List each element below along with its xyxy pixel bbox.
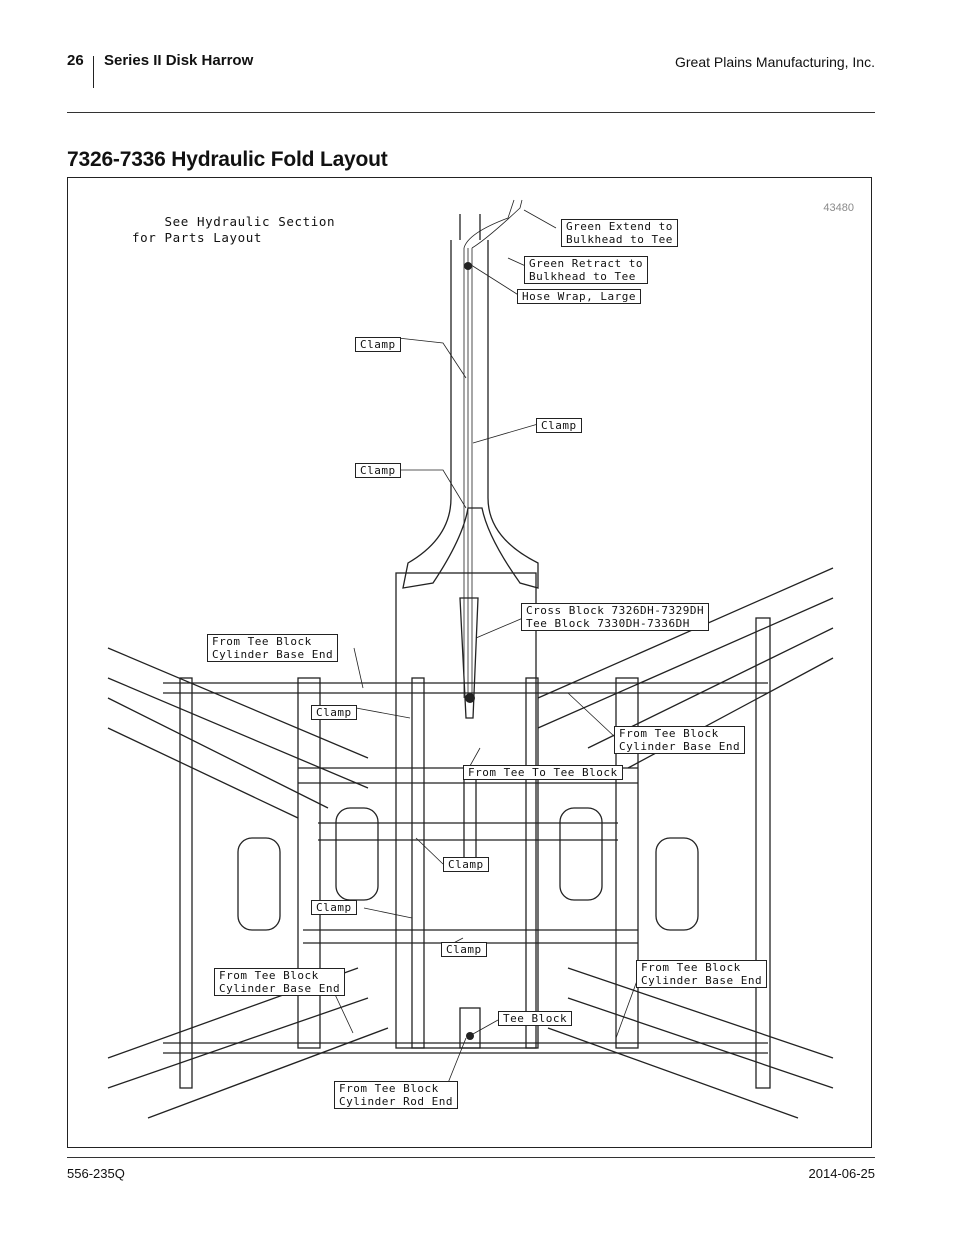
harrow-drawing [107,199,834,1119]
upper-axle-beam [318,822,618,841]
callout-tee-block: Tee Block [498,1011,573,1026]
callout-green-extend: Green Extend to Bulkhead to Tee [561,219,678,247]
section-title: 7326-7336 Hydraulic Fold Layout [67,148,388,171]
tongue-frame [402,240,539,589]
right-inner-frame [615,677,639,1049]
tee-block-fitting [466,1032,474,1040]
bottom-cylinder [459,1007,481,1049]
center-right-rail [525,677,539,1049]
callout-green-retract: Green Retract to Bulkhead to Tee [524,256,648,284]
gang-lower-right [547,967,834,1119]
callout-clamp-7: Clamp [441,942,487,957]
center-frame [395,572,537,1049]
callout-from-tee-to-tee: From Tee To Tee Block [463,765,623,780]
document-date: 2014-06-25 [808,1166,876,1181]
callout-clamp-2: Clamp [536,418,582,433]
callout-cross-block: Cross Block 7326DH-7329DH Tee Block 7330… [521,603,710,631]
note-line-1: See Hydraulic Section [164,214,336,229]
callout-from-tee-base-right-lower: From Tee Block Cylinder Base End [636,960,768,988]
document-code: 556-235Q [67,1166,125,1181]
left-inner-frame [297,677,321,1049]
document-title: Series II Disk Harrow [104,52,254,69]
upper-cross-beam [163,682,768,694]
cross-block [465,693,475,703]
callout-hose-wrap: Hose Wrap, Large [517,289,641,304]
company-name: Great Plains Manufacturing, Inc. [675,54,875,70]
callout-from-tee-rod: From Tee Block Cylinder Rod End [334,1081,458,1109]
left-outer-rail [179,677,193,1089]
hose-wrap-fitting [464,262,472,270]
footer-rule [67,1157,875,1158]
leader-lines [331,209,639,1089]
hose-top [463,199,523,249]
callout-from-tee-base-right-upper: From Tee Block Cylinder Base End [614,726,746,754]
figure-number: 43480 [823,202,854,214]
lower-cross-beam [163,1042,768,1054]
hose-run [463,248,473,698]
callout-clamp-4: Clamp [311,705,357,720]
wheel-left-inner [335,807,379,901]
callout-clamp-3: Clamp [355,463,401,478]
callout-clamp-6: Clamp [311,900,357,915]
right-outer-rail [755,617,771,1089]
hitch-tip [459,214,481,240]
page-number: 26 [67,52,84,69]
wheel-left-outer [237,837,281,931]
callout-from-tee-base-left-upper: From Tee Block Cylinder Base End [207,634,339,662]
header-divider [93,56,94,88]
gang-upper-left [107,647,369,819]
wheel-right-inner [559,807,603,901]
callout-clamp-5: Clamp [443,857,489,872]
center-left-rail [411,677,425,1049]
callout-clamp-1: Clamp [355,337,401,352]
note-line-2: for Parts Layout [132,230,263,245]
callout-from-tee-base-left-lower: From Tee Block Cylinder Base End [214,968,346,996]
center-mast [459,597,479,719]
wheel-right-outer [655,837,699,931]
header-rule [67,112,875,113]
gang-upper-right [537,567,834,769]
